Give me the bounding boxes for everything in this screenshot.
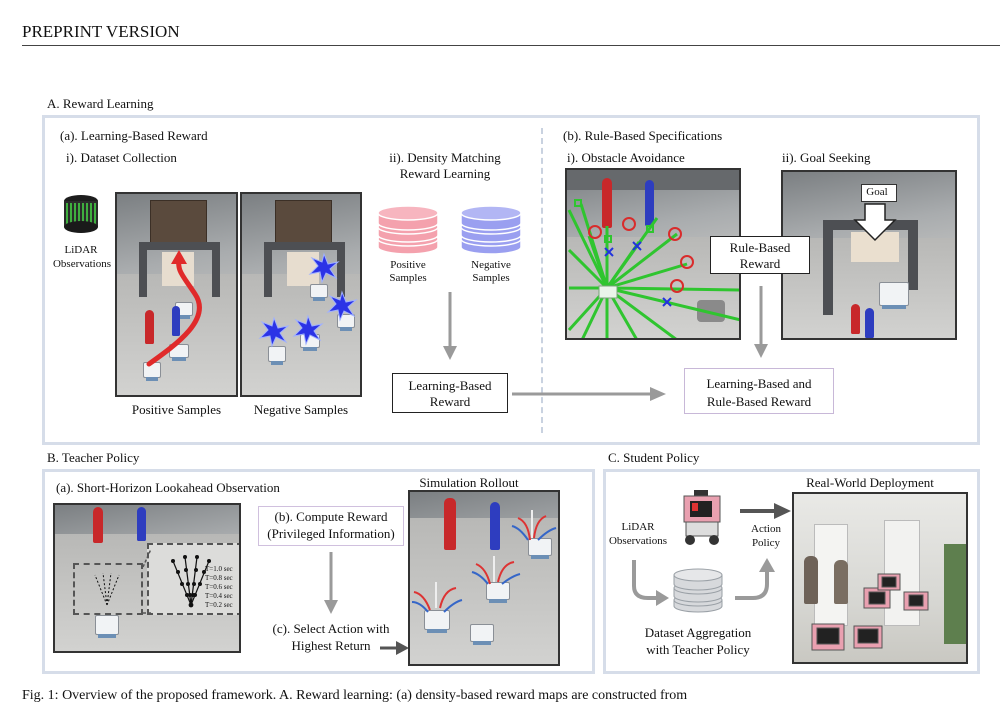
- compute-reward-line1: (b). Compute Reward: [274, 509, 388, 524]
- select-action-line1: (c). Select Action with: [272, 621, 390, 636]
- section-c-title: C. Student Policy: [608, 450, 700, 465]
- lidar-sensor-icon: [62, 193, 100, 235]
- action-policy-label-1: Action: [751, 523, 781, 535]
- aggregation-database-icon: [672, 566, 724, 614]
- negative-samples-caption: Negative Samples: [253, 402, 349, 417]
- header-rule: [22, 45, 1000, 46]
- goal-seeking-label: ii). Goal Seeking: [782, 150, 871, 165]
- section-b-title: B. Teacher Policy: [47, 450, 140, 465]
- rule-based-reward-box: [710, 236, 810, 274]
- compute-reward-line2: (Privileged Information): [267, 526, 395, 541]
- learning-reward-title: (a). Learning-Based Reward: [60, 128, 208, 143]
- positive-samples-image: [115, 192, 238, 397]
- student-lidar-label-1: LiDAR: [621, 521, 655, 533]
- compute-reward-box: [258, 506, 404, 546]
- negative-db-label-2: Samples: [472, 272, 510, 284]
- aggregation-label-1: Dataset Aggregation: [644, 625, 752, 640]
- running-title: PREPRINT VERSION: [22, 22, 180, 41]
- arrow-to-learning-reward: [443, 292, 457, 360]
- time-label-2: T=0.6 sec: [205, 583, 233, 591]
- section-b-panel: [42, 469, 595, 674]
- section-a-divider: [541, 128, 543, 433]
- learning-reward-box-line1: Learning-Based: [408, 378, 492, 393]
- rule-reward-box-line2: Reward: [739, 256, 781, 271]
- goal-seeking-image: [781, 170, 957, 340]
- combined-reward-box: [684, 368, 834, 414]
- rule-reward-box-line1: Rule-Based: [729, 240, 791, 255]
- lookahead-observation-image: T=1.0 sec T=0.8 sec T=0.6 sec T=0.4 sec …: [53, 503, 241, 653]
- student-lidar-label-2: Observations: [608, 535, 668, 547]
- arrow-lidar-to-aggregation: [632, 560, 669, 606]
- section-a-title: A. Reward Learning: [47, 96, 154, 111]
- combined-reward-line2: Rule-Based Reward: [706, 394, 812, 409]
- section-c-panel: [603, 469, 980, 674]
- section-a-panel: [42, 115, 980, 445]
- select-action-line2: Highest Return: [291, 638, 371, 653]
- figure-caption: Fig. 1: Overview of the proposed framewo…: [22, 688, 688, 703]
- negative-samples-database-icon: [459, 203, 523, 255]
- dataset-collection-label: i). Dataset Collection: [66, 150, 177, 165]
- arrow-compute-to-select: [324, 552, 338, 614]
- learning-based-reward-box: [392, 373, 508, 413]
- arrow-rule-to-combined: [754, 286, 768, 358]
- positive-samples-caption: Positive Samples: [131, 402, 222, 417]
- arrow-to-deployment: [740, 503, 791, 519]
- action-policy-label-2: Policy: [751, 537, 781, 549]
- density-matching-label-1: ii). Density Matching: [389, 150, 501, 165]
- real-world-deployment-image: [792, 492, 968, 664]
- arrow-select-to-rollout: [380, 641, 409, 655]
- negative-samples-image: [240, 192, 362, 397]
- positive-db-label-1: Positive: [390, 259, 426, 271]
- deployment-title: Real-World Deployment: [806, 475, 934, 490]
- arrow-aggregation-to-action: [735, 558, 775, 600]
- lookahead-observation-title: (a). Short-Horizon Lookahead Observation: [56, 480, 280, 495]
- time-label-4: T=0.2 sec: [205, 601, 233, 609]
- positive-db-label-2: Samples: [389, 272, 427, 284]
- combined-reward-line1: Learning-Based and: [706, 376, 812, 391]
- negative-db-label-1: Negative: [471, 259, 511, 271]
- aggregation-label-2: with Teacher Policy: [646, 642, 750, 657]
- student-robot-icon: [680, 490, 724, 546]
- rule-based-title: (b). Rule-Based Specifications: [563, 128, 723, 143]
- goal-label: Goal: [866, 186, 888, 198]
- simulation-rollout-title: Simulation Rollout: [419, 475, 519, 490]
- arrow-to-combined-reward: [512, 387, 666, 401]
- positive-samples-database-icon: [376, 203, 440, 255]
- lidar-label-2: Observations: [52, 258, 112, 270]
- time-label-0: T=1.0 sec: [205, 565, 233, 573]
- density-matching-label-2: Reward Learning: [399, 166, 491, 181]
- obstacle-avoidance-label: i). Obstacle Avoidance: [567, 150, 685, 165]
- time-label-3: T=0.4 sec: [205, 592, 233, 600]
- simulation-rollout-image: [408, 490, 560, 666]
- lidar-label-1: LiDAR: [64, 244, 98, 256]
- time-label-1: T=0.8 sec: [205, 574, 233, 582]
- learning-reward-box-line2: Reward: [429, 394, 471, 409]
